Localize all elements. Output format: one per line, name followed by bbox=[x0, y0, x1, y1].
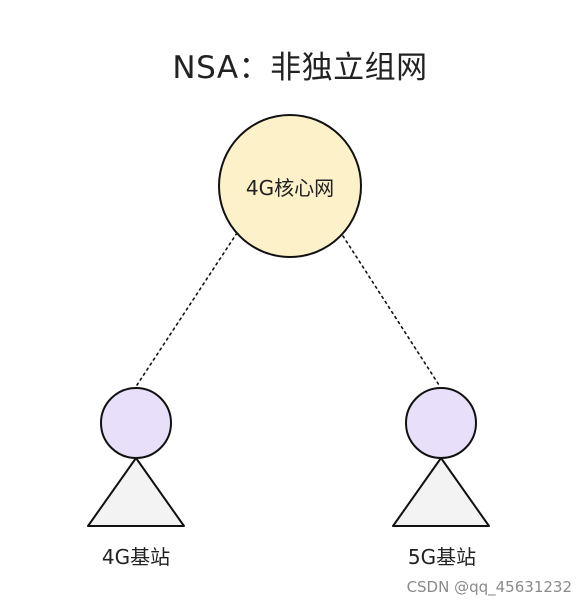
link-core-to-4g bbox=[136, 232, 238, 386]
base-station-4g-head bbox=[100, 387, 172, 459]
diagram-title: NSA：非独立组网 bbox=[172, 50, 428, 86]
core-network-label: 4G核心网 bbox=[245, 176, 335, 200]
base-station-5g-body bbox=[392, 457, 490, 527]
base-station-4g-label: 4G基站 bbox=[101, 545, 171, 569]
base-station-4g-icon bbox=[87, 387, 185, 527]
base-station-4g-body bbox=[87, 457, 185, 527]
base-station-5g-head bbox=[405, 387, 477, 459]
base-station-5g-icon bbox=[392, 387, 490, 527]
watermark: CSDN @qq_45631232 bbox=[406, 578, 572, 596]
base-station-5g-label: 5G基站 bbox=[407, 545, 477, 569]
core-network-node bbox=[218, 114, 362, 258]
link-core-to-5g bbox=[342, 235, 440, 386]
